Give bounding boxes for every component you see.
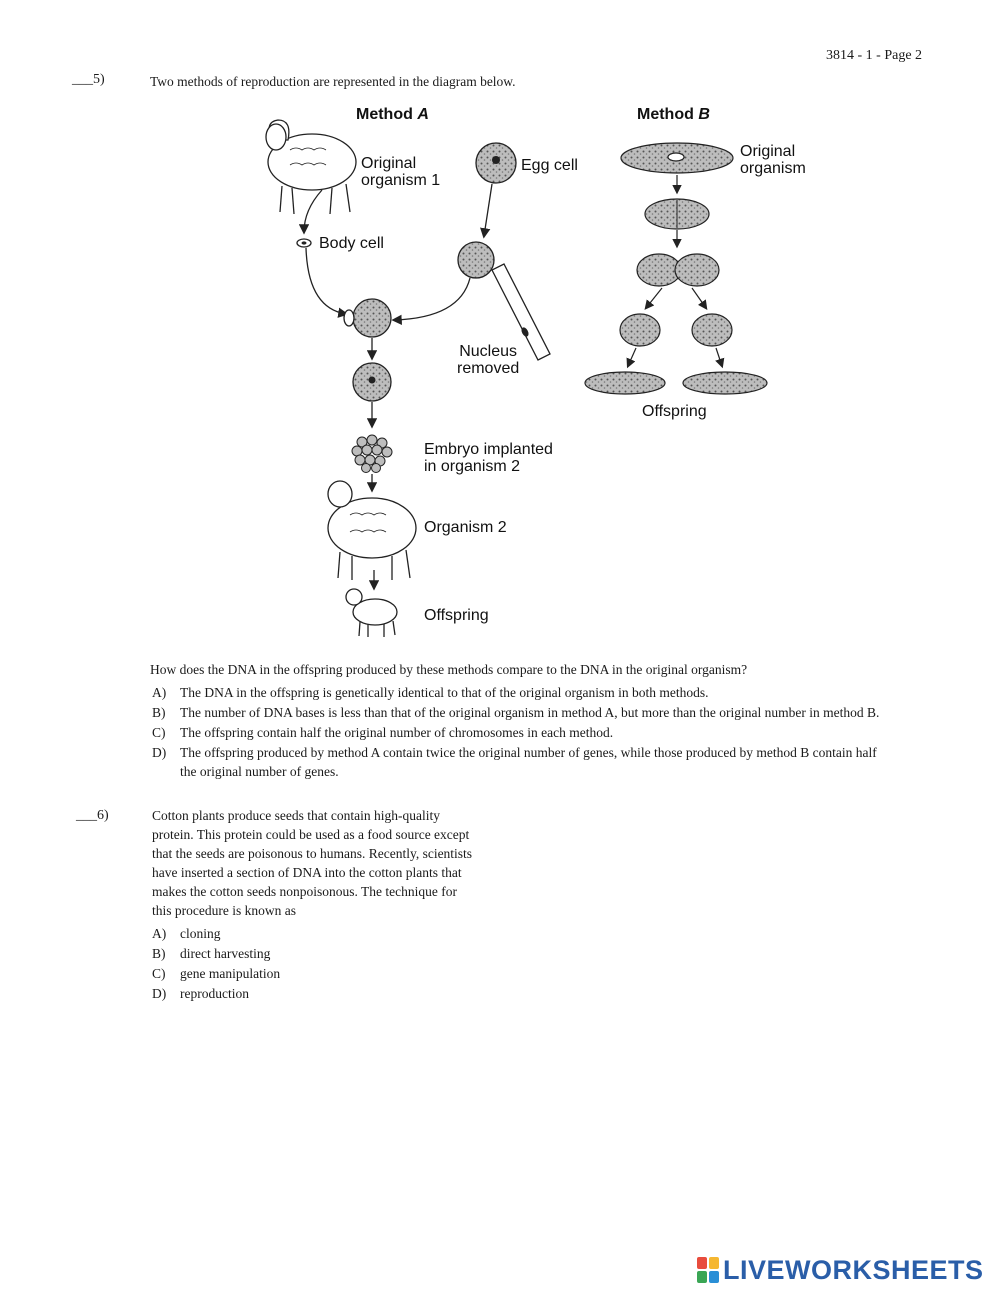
q5-option-d[interactable]: D) The offspring produced by method A con… [152,743,932,781]
q6-answer-blank[interactable]: ___6) [76,808,109,824]
q6-stem-line3: that the seeds are poisonous to humans. … [152,846,473,861]
method-a-title-prefix: Method [356,106,418,123]
q6-option-a[interactable]: A) cloning [152,924,221,943]
sheep-organism2-icon [327,480,417,580]
liveworksheets-logo: LIVEWORKSHEETS [697,1254,984,1286]
label-original-organism-b-line2: organism [740,160,806,177]
q6-option-c-text: gene manipulation [180,966,281,981]
page-reference: 3814 - 1 - Page 2 [826,48,923,63]
label-original-organism-1-line1: Original [361,155,417,172]
q6-stem-line1: Cotton plants produce seeds that contain… [152,808,440,823]
q6-option-b-letter: B) [152,946,166,961]
q5-option-b-letter: B) [152,705,166,720]
q6-option-d-letter: D) [152,986,167,1001]
q5-option-d-letter: D) [152,745,167,760]
logo-square-2 [709,1257,719,1269]
q6-stem-line4: have inserted a section of DNA into the … [152,865,462,880]
label-original-organism-1-line2: organism 1 [361,172,441,189]
q6-stem-line2: protein. This protein could be used as a… [152,827,470,842]
reproduction-diagram: Method A Original organism 1 Egg cell Bo… [265,106,806,637]
embryo-icon [351,434,393,473]
label-offspring-a: Offspring [424,607,489,624]
label-nucleus-removed-line2: removed [457,360,520,377]
q6-option-b-text: direct harvesting [180,946,271,961]
paramecium-icon [584,142,768,395]
label-embryo-implanted: Embryo implanted in organism 2 [424,441,553,475]
q5-option-a-letter: A) [152,685,167,700]
diagram-drawing [265,119,768,637]
q6-stem: Cotton plants produce seeds that contain… [152,806,472,920]
logo-mark-icon [697,1257,719,1283]
q5-option-d-text-cont: the original number of genes. [180,764,339,779]
logo-text: LIVEWORKSHEETS [723,1254,984,1285]
label-egg-cell: Egg cell [521,157,578,174]
logo-square-1 [697,1257,707,1269]
label-body-cell: Body cell [319,235,384,252]
method-b-title-letter: B [698,106,710,123]
label-original-organism-1: Original organism 1 [361,155,440,189]
pipette-icon [491,263,551,361]
q5-option-b-text: The number of DNA bases is less than tha… [180,705,880,720]
label-nucleus-removed-line1: Nucleus [459,343,518,360]
label-embryo-implanted-line1: Embryo implanted [424,441,553,458]
q5-option-c-letter: C) [152,725,166,740]
label-original-organism-b-line1: Original [740,143,796,160]
q5-option-c-text: The offspring contain half the original … [180,725,614,740]
q5-option-d-text: The offspring produced by method A conta… [180,745,877,760]
q5-answer-blank[interactable]: ___5) [72,72,105,88]
q6-option-c[interactable]: C) gene manipulation [152,964,280,983]
q5-option-b[interactable]: B) The number of DNA bases is less than t… [152,703,879,722]
method-b-title-prefix: Method [637,106,699,123]
q6-option-d-text: reproduction [180,986,249,1001]
logo-square-3 [697,1271,707,1283]
label-organism-2: Organism 2 [424,519,507,536]
label-nucleus-removed: Nucleus removed [457,343,519,377]
q6-option-b[interactable]: B) direct harvesting [152,944,270,963]
q6-option-a-letter: A) [152,926,167,941]
q5-question: How does the DNA in the offspring produc… [150,662,748,677]
q6-option-c-letter: C) [152,966,166,981]
q5-option-a-text: The DNA in the offspring is genetically … [180,685,709,700]
method-a-title-letter: A [417,106,429,123]
lamb-offspring-icon [345,588,398,637]
q5-stem: Two methods of reproduction are represen… [150,74,516,89]
q5-blank-line: ___ [72,72,93,87]
sheep-original-icon [265,119,357,215]
q6-option-d[interactable]: D) reproduction [152,984,249,1003]
label-offspring-b: Offspring [642,403,707,420]
q6-stem-line5: makes the cotton seeds nonpoisonous. The… [152,884,457,899]
method-a-title: Method A [356,106,429,124]
label-original-organism-b: Original organism [740,143,806,177]
q5-option-c[interactable]: C) The offspring contain half the origina… [152,723,613,742]
q6-stem-line6: this procedure is known as [152,903,296,918]
method-b-title: Method B [637,106,710,124]
q5-option-a[interactable]: A) The DNA in the offspring is geneticall… [152,683,709,702]
logo-square-4 [709,1271,719,1283]
q6-option-a-text: cloning [180,926,221,941]
q6-number: 6) [97,808,109,823]
label-embryo-implanted-line2: in organism 2 [424,458,521,475]
q6-blank-line: ___ [76,808,97,823]
q5-number: 5) [93,72,105,87]
